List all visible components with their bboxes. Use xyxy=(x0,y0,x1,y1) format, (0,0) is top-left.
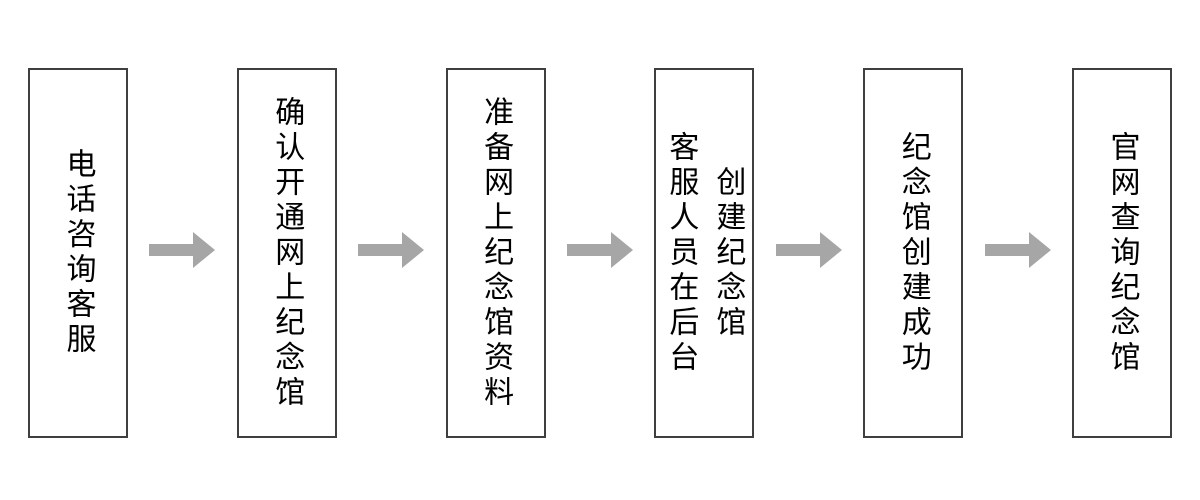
flow-step-label: 电话咨询客服 xyxy=(61,148,95,358)
flow-connector xyxy=(337,230,446,270)
flow-connector xyxy=(546,230,655,270)
flow-step-box: 电话咨询客服 xyxy=(28,68,128,438)
flow-step-box: 准备网上纪念馆资料 xyxy=(445,68,546,438)
flow-step-label: 官网查询纪念馆 xyxy=(1105,130,1139,376)
right-arrow-icon xyxy=(358,232,425,268)
flow-connector xyxy=(128,230,237,270)
flow-step-box: 纪念馆创建成功 xyxy=(863,68,964,438)
flow-step-label: 准备网上纪念馆资料 xyxy=(479,95,513,411)
right-arrow-icon xyxy=(566,232,633,268)
flow-step-box: 确认开通网上纪念馆 xyxy=(236,68,337,438)
flow-step-label: 确认开通网上纪念馆 xyxy=(270,95,304,411)
flow-connector xyxy=(754,230,863,270)
flow-connector xyxy=(963,230,1072,270)
right-arrow-icon xyxy=(775,232,842,268)
flow-step-label: 客服人员在后台 创建纪念馆 xyxy=(664,130,745,376)
right-arrow-icon xyxy=(984,232,1051,268)
flow-step-label: 纪念馆创建成功 xyxy=(896,130,930,376)
right-arrow-icon xyxy=(149,232,216,268)
flow-step-box: 官网查询纪念馆 xyxy=(1071,68,1172,438)
flow-step-box: 客服人员在后台 创建纪念馆 xyxy=(654,68,755,438)
